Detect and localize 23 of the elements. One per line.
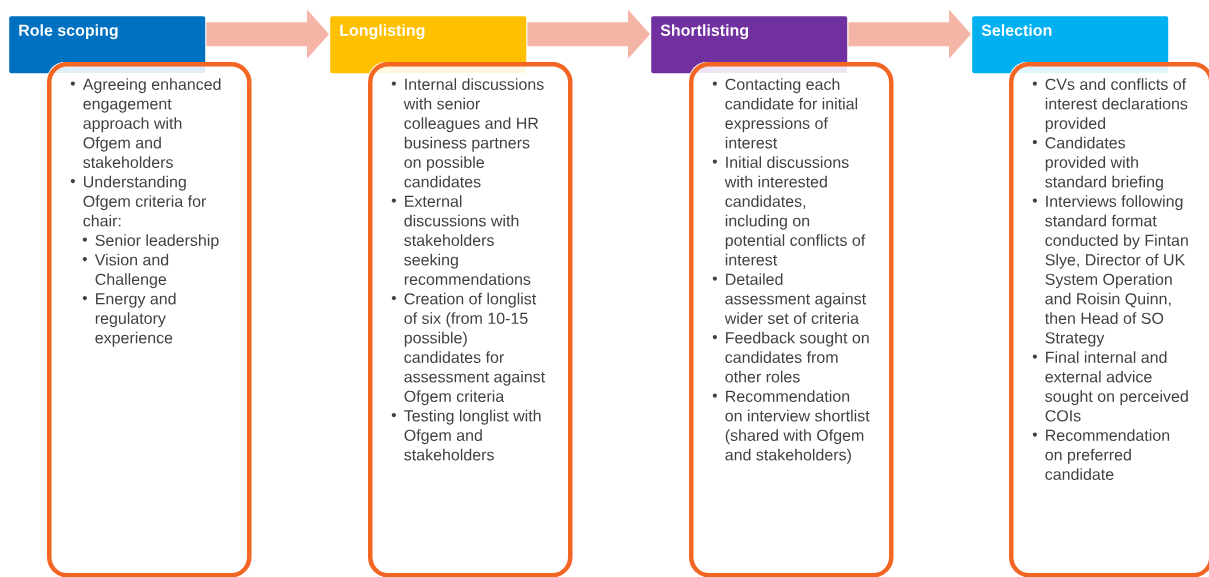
bullet-item: Understanding Ofgem criteria for chair: (70, 175, 207, 227)
bullet-item: Testing longlist with Ofgem and stakeholders (391, 409, 541, 461)
bullet-item: Creation of longlist of six (from 10-15 possible) candidates for assessment against Ofgem criteria (391, 292, 545, 406)
bullet-item: Final internal and external advice sought on perceived COIs (1032, 351, 1188, 422)
bullet-item: Contacting each candidate for initial expressions of interest (712, 78, 858, 149)
bullet-item: Agreeing enhanced engagement approach with Ofgem and stakeholders (70, 78, 221, 168)
bullet-item: Internal discussions with senior colleagues and HR business partners on possible candidates (391, 78, 544, 188)
bullet-item: Interviews following standard format conducted by Fintan Slye, Director of UK System Operation and Roisin Quinn, then Head of SO Strategy (1032, 195, 1188, 347)
bullet-item: Recommendation on interview shortlist (shared with Ofgem and stakeholders) (712, 390, 870, 464)
bullet-item: Senior leadership (82, 234, 219, 250)
step-box (47, 62, 252, 577)
step-box (1009, 62, 1209, 577)
bullet-item: Candidates provided with standard briefing (1032, 136, 1163, 191)
bullet-item: CVs and conflicts of interest declarations provided (1032, 78, 1188, 133)
bullet-item: Initial discussions with interested candidates, including on potential conflicts of interest (712, 156, 866, 266)
bullet-item: External discussions with stakeholders seeking recommendations (391, 195, 531, 285)
step-box (689, 62, 894, 577)
bullet-item: Recommendation on preferred candidate (1032, 429, 1170, 480)
bullet-item: Feedback sought on candidates from other roles (712, 331, 869, 383)
bullet-item: Detailed assessment against wider set of criteria (712, 273, 866, 324)
bullet-item: Vision and Challenge (82, 253, 169, 289)
bullet-item: Energy and regulatory experience (82, 292, 176, 347)
step-box (368, 62, 573, 577)
